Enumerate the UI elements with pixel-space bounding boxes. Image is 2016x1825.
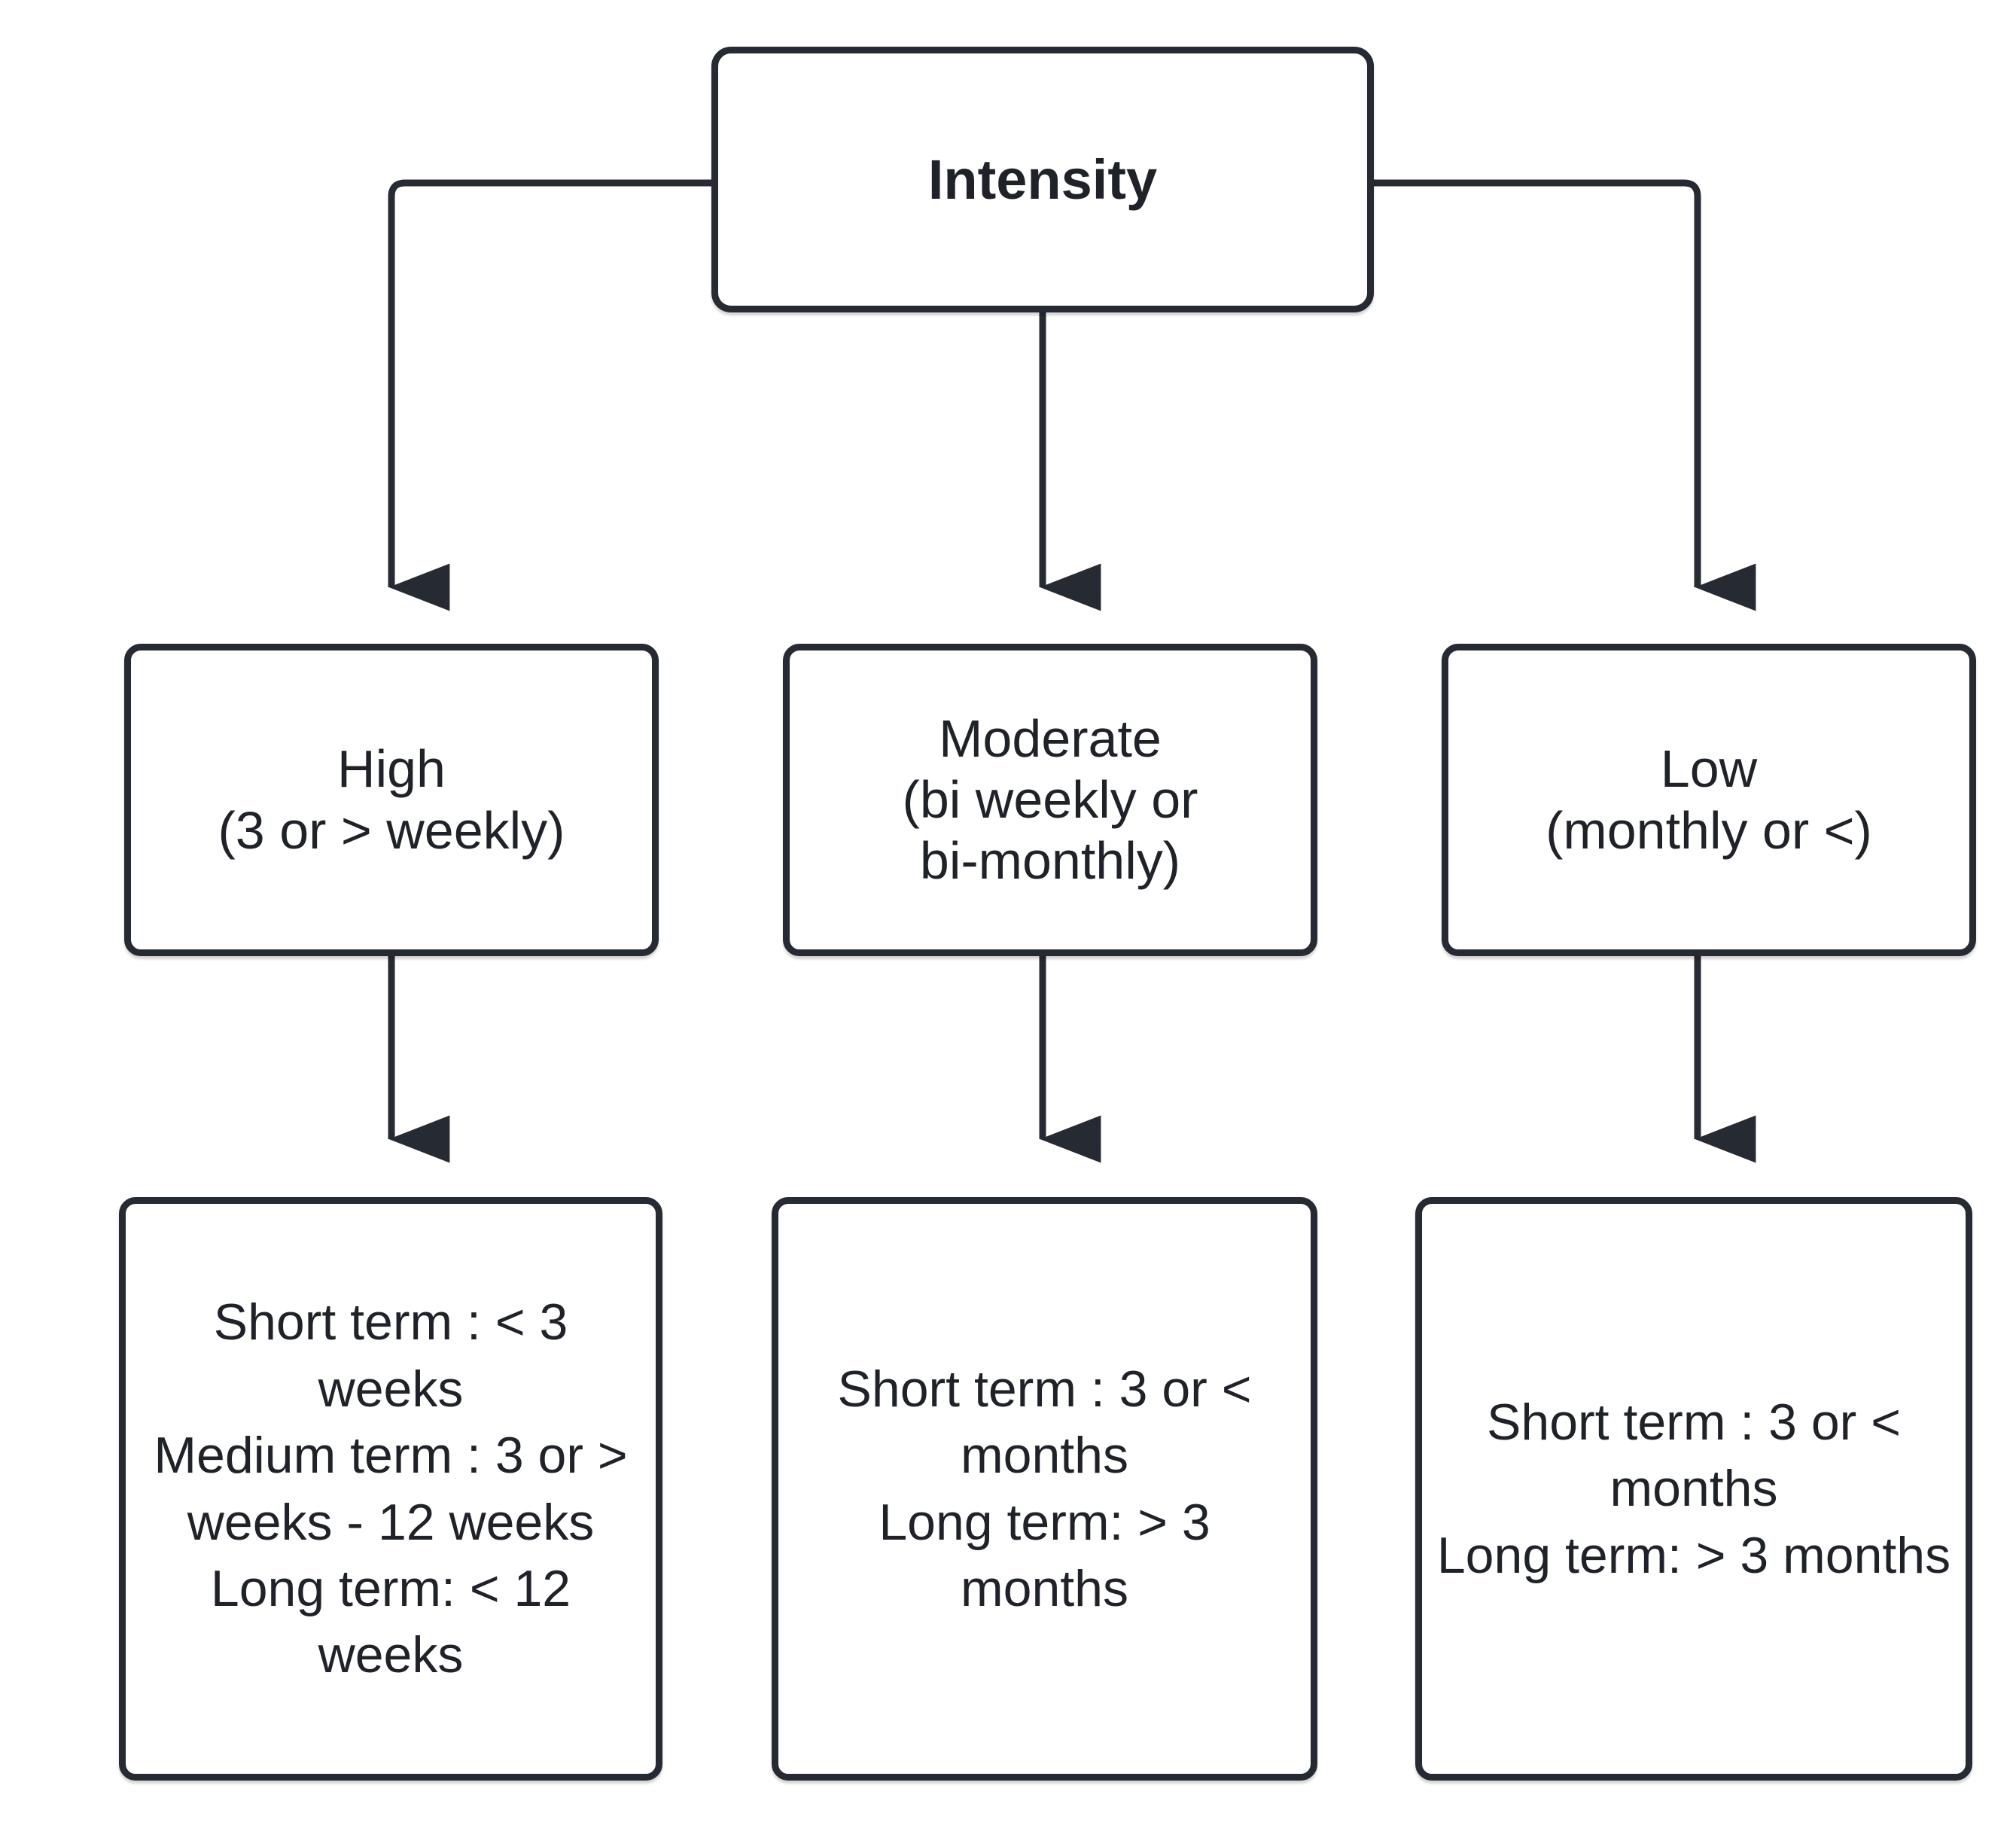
edge-root-to-high <box>388 179 711 611</box>
node-intensity-label: Intensity <box>927 148 1158 211</box>
node-high-detail-label: Short term : < 3 weeks Medium term : 3 o… <box>154 1293 628 1684</box>
node-low-detail-label: Short term : 3 or < months Long term: > … <box>1436 1393 1951 1584</box>
node-low[interactable]: Low (monthly or <) <box>1442 644 1976 956</box>
node-moderate[interactable]: Moderate (bi weekly or bi-monthly) <box>783 644 1317 956</box>
node-high-detail[interactable]: Short term : < 3 weeks Medium term : 3 o… <box>119 1197 662 1781</box>
node-moderate-detail[interactable]: Short term : 3 or < months Long term: > … <box>772 1197 1317 1781</box>
node-high[interactable]: High (3 or > weekly) <box>124 644 659 956</box>
node-moderate-detail-label: Short term : 3 or < months Long term: > … <box>837 1360 1252 1617</box>
edge-root-to-low <box>1374 179 1756 611</box>
node-moderate-label: Moderate (bi weekly or bi-monthly) <box>902 708 1198 891</box>
node-low-label: Low (monthly or <) <box>1545 739 1872 860</box>
node-intensity[interactable]: Intensity <box>711 47 1374 312</box>
node-low-detail[interactable]: Short term : 3 or < months Long term: > … <box>1415 1197 1972 1781</box>
node-high-label: High (3 or > weekly) <box>218 739 565 860</box>
